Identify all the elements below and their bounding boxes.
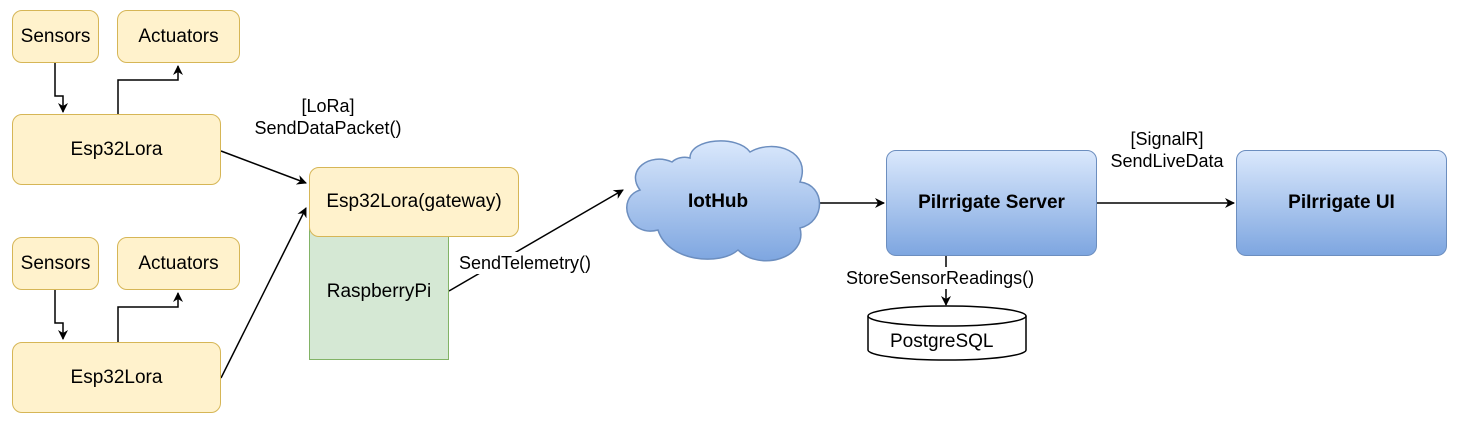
sensors-label: Sensors xyxy=(20,25,91,47)
signalr-edge-label: [SignalR] SendLiveData xyxy=(1103,128,1231,172)
raspberrypi-label: RaspberryPi xyxy=(326,280,432,302)
edge-esp32-top-to-gateway xyxy=(220,150,307,185)
lora-label-line2: SendDataPacket() xyxy=(254,118,402,138)
lora-edge-label: [LoRa] SendDataPacket() xyxy=(248,95,408,139)
ui-label: PiIrrigate UI xyxy=(1288,192,1395,213)
postgresql-label: PostgreSQL xyxy=(890,331,994,352)
signalr-label-line1: [SignalR] xyxy=(1130,129,1204,149)
iothub-cloud-shape xyxy=(626,140,821,262)
postgresql-cylinder-shape xyxy=(867,305,1027,361)
gateway-label: Esp32Lora(gateway) xyxy=(326,191,502,212)
esp32-node-top[interactable]: Esp32Lora xyxy=(12,114,221,185)
esp32-label: Esp32Lora xyxy=(70,138,163,160)
actuators-label: Actuators xyxy=(138,252,219,274)
edge-esp32-to-actuators-bottom xyxy=(117,292,183,342)
sensors-label: Sensors xyxy=(20,252,91,274)
esp32-node-bottom[interactable]: Esp32Lora xyxy=(12,342,221,413)
telemetry-edge-label: SendTelemetry() xyxy=(459,252,592,274)
lora-label-line1: [LoRa] xyxy=(301,96,355,116)
iothub-label: IotHub xyxy=(688,191,749,212)
edge-raspberry-to-iothub xyxy=(448,189,624,292)
esp32-label: Esp32Lora xyxy=(70,366,163,388)
edge-sensors-to-esp32-top xyxy=(54,63,68,113)
actuators-node-bottom[interactable]: Actuators xyxy=(117,237,240,290)
server-label: PiIrrigate Server xyxy=(918,192,1065,213)
edge-esp32-to-actuators-top xyxy=(117,65,183,114)
actuators-label: Actuators xyxy=(138,25,219,47)
store-edge-label: StoreSensorReadings() xyxy=(846,267,1035,289)
gateway-node[interactable]: Esp32Lora(gateway) xyxy=(309,167,519,237)
edge-sensors-to-esp32-bottom xyxy=(54,290,68,340)
signalr-label-line2: SendLiveData xyxy=(1110,151,1224,171)
ui-node[interactable]: PiIrrigate UI xyxy=(1236,150,1447,256)
sensors-node-top[interactable]: Sensors xyxy=(12,10,99,63)
edge-esp32-bottom-to-gateway xyxy=(220,207,307,379)
actuators-node-top[interactable]: Actuators xyxy=(117,10,240,63)
server-node[interactable]: PiIrrigate Server xyxy=(886,150,1097,256)
sensors-node-bottom[interactable]: Sensors xyxy=(12,237,99,290)
